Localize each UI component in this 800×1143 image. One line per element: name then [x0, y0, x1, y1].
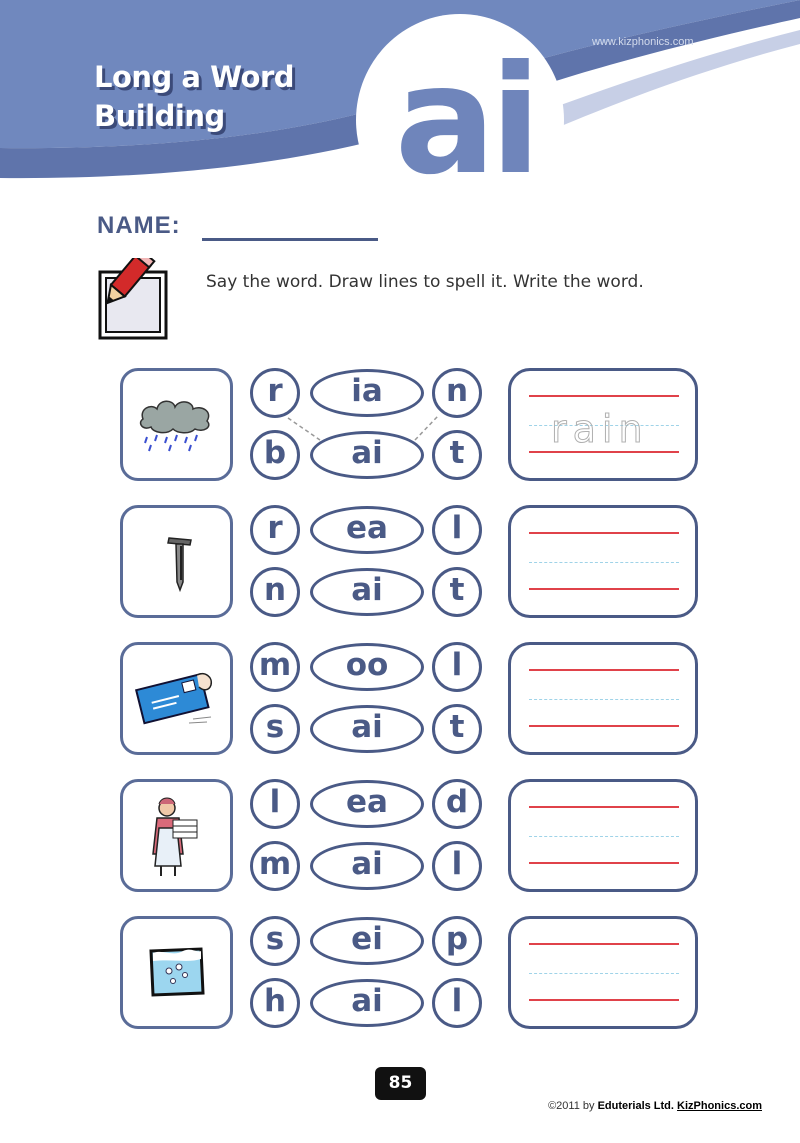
letter-circle-left-bottom[interactable]: n: [250, 567, 300, 617]
letter-circle-right-bottom[interactable]: t: [432, 430, 482, 480]
page-number: 85: [375, 1067, 426, 1100]
picture-box: [120, 916, 233, 1029]
letter-circle-right-top[interactable]: n: [432, 368, 482, 418]
letter-circle-left-bottom[interactable]: m: [250, 841, 300, 891]
picture-box: [120, 779, 233, 892]
mail-envelope-icon: [134, 673, 213, 725]
letter-circle-left-bottom[interactable]: s: [250, 704, 300, 754]
vowel-oval-top[interactable]: ei: [310, 917, 424, 965]
letter-circle-left-top[interactable]: m: [250, 642, 300, 692]
guide-line-middle: [529, 425, 679, 426]
site-link[interactable]: KizPhonics.com: [677, 1100, 762, 1112]
letter-circle-right-bottom[interactable]: l: [432, 841, 482, 891]
guide-line-bottom: [529, 725, 679, 727]
website-url: www.kizphonics.com: [592, 36, 694, 48]
rain-cloud-icon: [139, 400, 210, 452]
guide-line-middle: [529, 699, 679, 700]
guide-line-bottom: [529, 862, 679, 864]
header-wave: [0, 0, 800, 200]
guide-line-top: [529, 532, 679, 534]
name-label: NAME:: [97, 212, 181, 239]
maid-icon: [152, 797, 198, 876]
writing-box[interactable]: [508, 642, 698, 755]
pencil-checkbox-icon: [98, 258, 168, 340]
picture-box: [120, 505, 233, 618]
letter-circle-left-bottom[interactable]: h: [250, 978, 300, 1028]
word-row-3: m oo l s ai t: [120, 642, 700, 758]
name-write-line[interactable]: [202, 238, 378, 241]
nail-icon: [167, 537, 192, 593]
letter-circle-left-top[interactable]: l: [250, 779, 300, 829]
letter-circle-left-top[interactable]: r: [250, 368, 300, 418]
vowel-oval-bottom[interactable]: ai: [310, 431, 424, 479]
letter-circle-left-top[interactable]: s: [250, 916, 300, 966]
letter-circle-right-top[interactable]: p: [432, 916, 482, 966]
guide-line-top: [529, 943, 679, 945]
vowel-oval-top[interactable]: ea: [310, 506, 424, 554]
writing-box[interactable]: [508, 916, 698, 1029]
vowel-oval-bottom[interactable]: ai: [310, 705, 424, 753]
guide-line-top: [529, 806, 679, 808]
letter-circle-left-bottom[interactable]: b: [250, 430, 300, 480]
instruction-text: Say the word. Draw lines to spell it. Wr…: [206, 272, 644, 292]
letter-circle-right-bottom[interactable]: t: [432, 567, 482, 617]
guide-line-bottom: [529, 451, 679, 453]
guide-line-top: [529, 395, 679, 397]
guide-line-middle: [529, 836, 679, 837]
letter-circle-right-top[interactable]: d: [432, 779, 482, 829]
vowel-oval-top[interactable]: ia: [310, 369, 424, 417]
guide-line-bottom: [529, 588, 679, 590]
page-title: Long a Word Building: [94, 58, 354, 136]
title-line-2: Building: [94, 99, 225, 133]
vowel-oval-bottom[interactable]: ai: [310, 842, 424, 890]
vowel-oval-bottom[interactable]: ai: [310, 979, 424, 1027]
writing-box[interactable]: [508, 779, 698, 892]
company-name: Eduterials Ltd.: [597, 1100, 674, 1112]
guide-line-middle: [529, 562, 679, 563]
letter-circle-left-top[interactable]: r: [250, 505, 300, 555]
word-row-5: s ei p h ai l: [120, 916, 700, 1032]
word-row-2: r ea l n ai t: [120, 505, 700, 621]
writing-box[interactable]: [508, 505, 698, 618]
letter-circle-right-bottom[interactable]: l: [432, 978, 482, 1028]
letter-circle-right-top[interactable]: l: [432, 642, 482, 692]
hail-icon: [149, 947, 205, 997]
copyright-notice: ©2011 by Eduterials Ltd. KizPhonics.com: [548, 1100, 762, 1112]
word-row-1: r ia n b ai t rain: [120, 368, 700, 484]
copyright-prefix: ©2011 by: [548, 1100, 595, 1112]
big-ai-letters: ai: [394, 34, 542, 208]
trace-word: rain: [551, 407, 649, 451]
guide-line-middle: [529, 973, 679, 974]
picture-box: [120, 368, 233, 481]
guide-line-bottom: [529, 999, 679, 1001]
guide-line-top: [529, 669, 679, 671]
vowel-oval-top[interactable]: ea: [310, 780, 424, 828]
vowel-oval-bottom[interactable]: ai: [310, 568, 424, 616]
letter-circle-right-bottom[interactable]: t: [432, 704, 482, 754]
letter-circle-right-top[interactable]: l: [432, 505, 482, 555]
word-row-4: l ea d m ai l: [120, 779, 700, 895]
picture-box: [120, 642, 233, 755]
title-line-1: Long a Word: [94, 60, 295, 94]
vowel-oval-top[interactable]: oo: [310, 643, 424, 691]
writing-box[interactable]: rain: [508, 368, 698, 481]
